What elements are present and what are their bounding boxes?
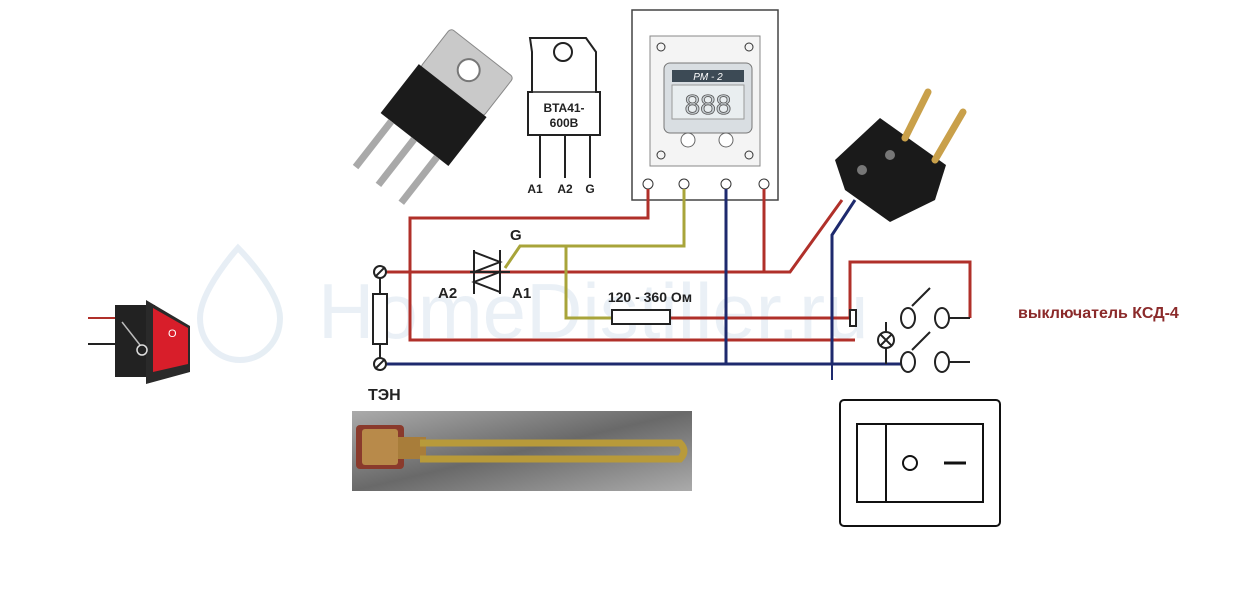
triac-a2-label: A2 — [438, 285, 457, 302]
watermark: HomeDistiller.ru — [196, 243, 868, 364]
power-plug-image — [835, 88, 967, 222]
resistor: 120 - 360 Ом — [608, 289, 692, 325]
triac-a1-label: A1 — [512, 285, 531, 302]
triac-to220-image — [352, 29, 513, 205]
regulator-button-right — [718, 132, 734, 148]
regulator-pm2: PM - 2 888 — [631, 9, 779, 201]
switch-ksd4-label: выключатель КСД-4 — [1018, 305, 1179, 322]
heater-symbol: ТЭН — [368, 265, 401, 404]
heater-label: ТЭН — [368, 387, 401, 404]
triac-chip-outline: BTA41- 600B A1 A2 G — [527, 37, 601, 196]
heater-image — [352, 411, 692, 491]
triac-gate-label: G — [510, 227, 522, 244]
switch-kcd3-mark: O — [168, 328, 177, 340]
chip-pin-g: G — [585, 182, 594, 196]
switch-kcd3-image: O — [88, 300, 190, 384]
switch-ksd4-face — [839, 399, 1001, 527]
switch-ksd4-schematic — [849, 287, 970, 373]
chip-pin-a1: A1 — [527, 182, 543, 196]
regulator-display: 888 — [685, 89, 732, 120]
droplet-icon — [196, 243, 284, 364]
chip-model-line1: BTA41- — [543, 101, 584, 115]
regulator-model: PM - 2 — [693, 72, 723, 83]
triac-symbol: G A2 A1 — [438, 227, 531, 302]
chip-model-line2: 600B — [550, 116, 579, 130]
watermark-text: HomeDistiller.ru — [318, 267, 868, 355]
chip-pin-a2: A2 — [557, 182, 573, 196]
resistor-value: 120 - 360 Ом — [608, 289, 692, 305]
regulator-button-left — [680, 132, 696, 148]
